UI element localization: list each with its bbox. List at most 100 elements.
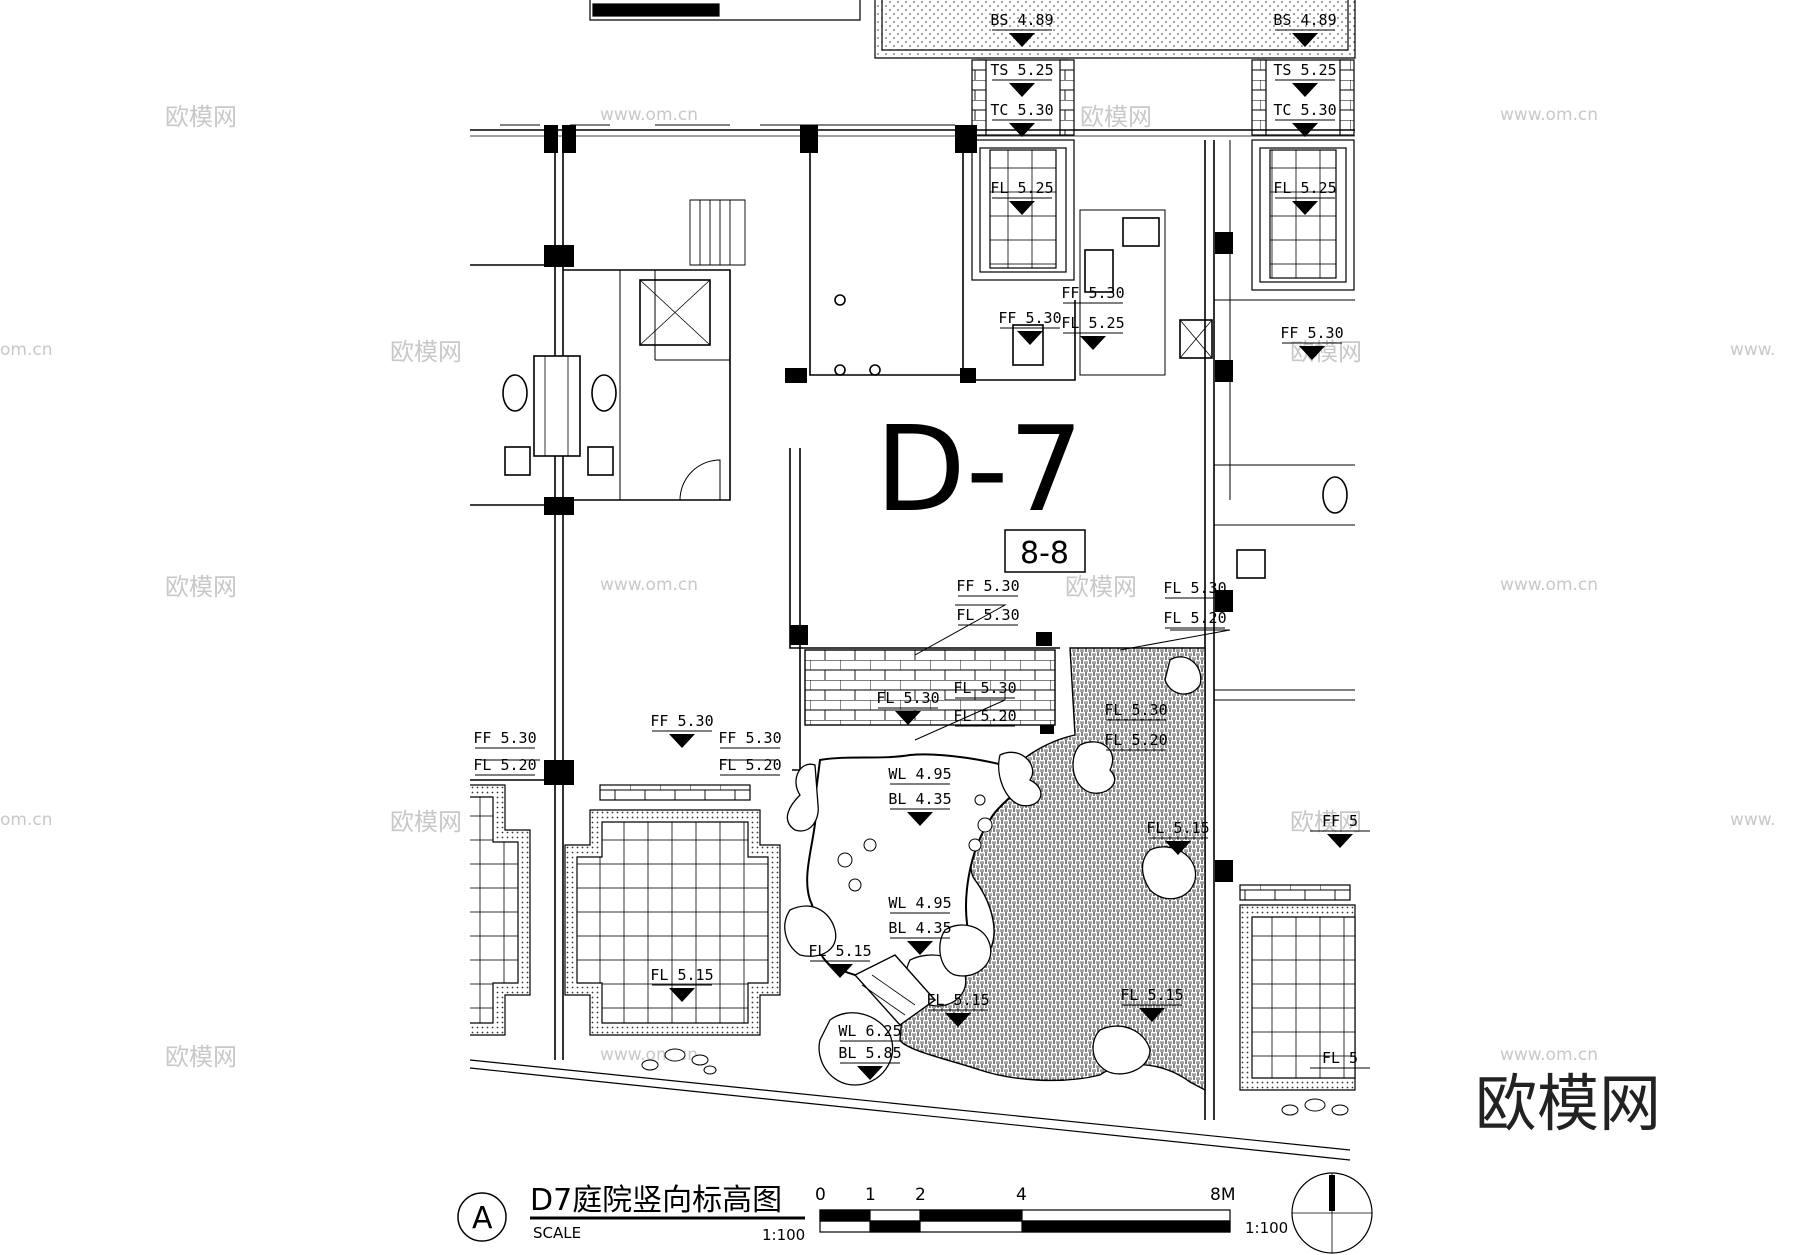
elevation-label: FF 5.30: [650, 712, 713, 730]
elevation-triangle-icon: [1292, 83, 1318, 97]
elevation-triangle-icon: [1165, 841, 1191, 855]
lvl-tc-right: TC 5.30: [1273, 101, 1337, 137]
lvl-fl-porch-right: FL 5.25: [1273, 179, 1337, 215]
unit-label: D-7: [875, 400, 1084, 538]
elevation-label: BS 4.89: [990, 11, 1053, 29]
lvl-fl-porch-left: FL 5.25: [990, 179, 1054, 215]
elevation-label: FL 5.20: [473, 756, 536, 774]
watermark-brand: 欧模网: [390, 338, 462, 366]
lvl-bs-right: BS 4.89: [1273, 11, 1337, 47]
lvl-fl-paving-top: FL 5.30: [1163, 579, 1227, 599]
lvl-fl-bridge: FL 5.15: [808, 942, 872, 978]
watermark-brand: 欧模网: [165, 1043, 237, 1071]
elevation-label: TS 5.25: [1273, 61, 1336, 79]
elevation-label: FL 5.30: [1163, 579, 1226, 597]
elevation-label: FL 5.15: [808, 942, 871, 960]
porch-right: [1251, 59, 1355, 291]
lvl-bs-left: BS 4.89: [990, 11, 1054, 47]
lvl-fl-entry: FL 5.20: [718, 756, 782, 776]
lvl-ff-terrace: FF 5.30: [956, 577, 1020, 597]
elevation-label: FL 5.30: [876, 689, 939, 707]
drawing-title: D7庭院竖向标高图: [530, 1183, 782, 1218]
drawing-scale: 1:100: [762, 1226, 805, 1244]
lvl-fl-mid: FL 5.30: [953, 679, 1017, 699]
garden-pebbles: [641, 1048, 1349, 1116]
watermark-url: www.om.cn: [600, 575, 698, 595]
watermark-url: www.om.cn: [600, 105, 698, 125]
watermark-brand: 欧模网: [1080, 103, 1152, 131]
watermark-url: www.om.cn: [1500, 575, 1598, 595]
bar-tick-8m: 8M: [1210, 1185, 1235, 1205]
elevation-label: FL 5.20: [953, 707, 1016, 725]
lvl-wl-rockery: WL 6.25: [838, 1022, 902, 1042]
bar-tick-0: 0: [815, 1185, 826, 1205]
lvl-ff-left-unit: FF 5.30: [473, 729, 537, 749]
porch-left: [971, 59, 1075, 281]
elevation-label: FF 5.30: [998, 309, 1061, 327]
elevation-triangle-icon: [907, 941, 933, 955]
elevation-label: FL 5.15: [1146, 819, 1209, 837]
lvl-bl-rockery: BL 5.85: [838, 1044, 902, 1080]
scale-word: SCALE: [533, 1224, 581, 1242]
lvl-wl-pond-1: WL 4.95: [888, 765, 952, 785]
lvl-ff-right-edge: FF 5: [1310, 812, 1370, 848]
elevation-label: FL 5.30: [956, 606, 1019, 624]
watermark-brand: 欧模网: [165, 573, 237, 601]
elevation-label: FF 5.30: [718, 729, 781, 747]
elevation-triangle-icon: [1299, 346, 1325, 360]
elevation-triangle-icon: [1080, 336, 1106, 350]
north-arrow-icon: [1291, 1172, 1373, 1254]
lvl-ff-kitchen: FF 5.30: [998, 309, 1062, 345]
lvl-fl-terrace: FL 5.30: [956, 606, 1020, 626]
lvl-fl-entry-court: FL 5.15: [650, 966, 714, 1002]
right-entry-court: [1239, 884, 1356, 1091]
elevation-label: FL 5.25: [990, 179, 1053, 197]
building-walls: [469, 124, 1355, 1161]
lvl-bl-pond-1: BL 4.35: [888, 790, 952, 826]
lvl-ff-kitchen-2: FF 5.30: [1061, 284, 1125, 304]
lvl-ff-right-room: FF 5.30: [1280, 324, 1344, 360]
lvl-fl-paving-top-2: FL 5.20: [1163, 609, 1227, 629]
lvl-fl-paving-east: FL 5.15: [1146, 819, 1210, 855]
elevation-triangle-icon: [669, 988, 695, 1002]
bar-tick-4: 4: [1016, 1185, 1027, 1205]
elevation-label: WL 4.95: [888, 765, 951, 783]
elevation-label: FF 5.30: [1061, 284, 1124, 302]
elevation-label: TS 5.25: [990, 61, 1053, 79]
elevation-triangle-icon: [1009, 83, 1035, 97]
lvl-wl-pond-2: WL 4.95: [888, 894, 952, 914]
lvl-bl-pond-2: BL 4.35: [888, 919, 952, 955]
elevation-label: BL 4.35: [888, 919, 951, 937]
elevation-triangle-icon: [1327, 834, 1353, 848]
lvl-ts-left: TS 5.25: [990, 61, 1054, 97]
brick-terrace: [804, 649, 1056, 726]
elevation-label: TC 5.30: [1273, 101, 1336, 119]
drawing-ref-letter: A: [472, 1201, 493, 1236]
lvl-ff-garden-gate: FF 5.30: [650, 712, 714, 748]
elevation-label: FL 5: [1322, 1049, 1358, 1067]
bar-scale: [819, 1209, 1231, 1233]
watermark-brand: 欧模网: [1290, 338, 1362, 366]
elevation-triangle-icon: [857, 1066, 883, 1080]
elevation-triangle-icon: [1139, 1008, 1165, 1022]
watermark-url: www.: [1730, 340, 1776, 360]
elevation-triangle-icon: [669, 734, 695, 748]
elevation-label: FL 5.30: [1104, 701, 1167, 719]
roof-strip: [589, 0, 1356, 59]
elevation-label: FF 5: [1322, 812, 1358, 830]
stepping-bridge: [853, 954, 937, 1026]
elevation-label: FL 5.15: [1120, 986, 1183, 1004]
lvl-fl-pond-edge: FL 5.15: [926, 991, 990, 1027]
elevation-label: BL 4.35: [888, 790, 951, 808]
elevation-triangle-icon: [907, 812, 933, 826]
watermark-url: om.cn: [0, 810, 53, 830]
lvl-fl-left-unit: FL 5.20: [473, 756, 537, 776]
elevation-label: BS 4.89: [1273, 11, 1336, 29]
section-tag: 8-8: [1020, 536, 1069, 571]
elevation-triangle-icon: [1009, 123, 1035, 137]
elevation-label: FL 5.20: [1163, 609, 1226, 627]
elevation-triangle-icon: [1292, 33, 1318, 47]
lvl-fl-court: FL 5.30: [1104, 701, 1168, 721]
elevation-triangle-icon: [1292, 123, 1318, 137]
lvl-tc-left: TC 5.30: [990, 101, 1054, 137]
